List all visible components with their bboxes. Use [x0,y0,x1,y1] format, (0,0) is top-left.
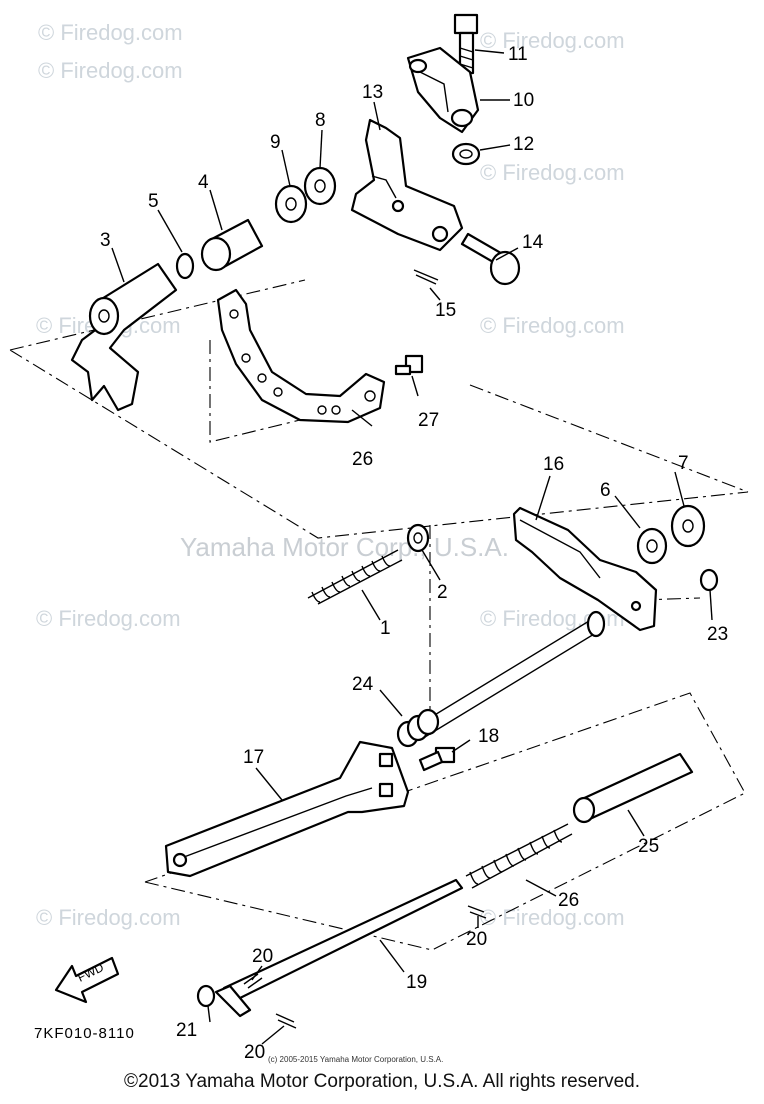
callout-1: 1 [380,618,391,639]
part-27-bolt [394,354,424,376]
part-23-spring [396,708,440,748]
callout-5: 5 [148,191,159,212]
callout-8: 8 [315,110,326,131]
callout-19: 19 [406,972,427,993]
callout-14: 14 [522,232,544,253]
watermark-center: Yamaha Motor Corp., U.S.A. [180,532,509,562]
part-7-washer [670,504,706,548]
part-20-pin [275,1013,297,1029]
callout-23: 24 [352,674,374,695]
watermark: © Firedog.com [480,313,625,338]
part-6-washer [636,527,668,565]
part-9-washer [274,184,308,224]
shaft [409,610,606,741]
part-26-plate [216,288,386,424]
callout-9: 9 [270,132,281,153]
lower-outline [144,692,746,951]
part-13-arm [350,118,464,252]
watermark: © Firedog.com [36,606,181,631]
part-16-rod-bracket [512,506,658,632]
leader-lines [111,49,713,1045]
part-18-bolt [418,746,456,772]
callout-labels: 11 10 12 13 14 15 8 9 4 5 3 26 27 16 6 7… [100,44,728,1063]
diagram-code: 7KF010-8110 [34,1025,135,1042]
callout-26: 26 [352,449,373,470]
callout-11: 11 [508,44,528,65]
watermark: © Firedog.com [36,905,181,930]
part-15-cotter-pin [413,269,439,285]
fwd-arrow: FWD [54,956,120,1004]
bracket-outline [209,340,301,443]
callout-6: 6 [600,480,611,501]
callout-20: 20 [252,946,273,967]
upper-outline [9,279,749,539]
watermark: © Firedog.com [480,28,625,53]
callout-22: 23 [707,624,728,645]
part-2-washer [406,523,430,553]
part-10-bracket [406,46,480,134]
part-25-spring [465,823,573,889]
part-4-collar [200,218,264,272]
callout-2: 2 [437,582,448,603]
fine-print: (c) 2005-2015 Yamaha Motor Corporation, … [268,1055,443,1064]
part-11-bolt [453,13,479,75]
part-3-bracket [70,262,178,412]
part-20-pin [467,905,487,919]
watermark: © Firedog.com [480,905,625,930]
part-21-washer [196,984,216,1008]
part-1-spring [307,549,403,605]
callout-16: 16 [543,454,564,475]
callout-24: 25 [638,836,659,857]
callout-3: 3 [100,230,111,251]
part-14-pin [460,232,521,286]
callout-21: 21 [176,1020,197,1041]
callout-10: 10 [513,90,534,111]
part-24-tube [572,752,694,824]
callout-18: 18 [478,726,499,747]
part-12-nut [451,142,481,166]
callout-4: 4 [198,172,209,193]
callout-13: 13 [362,82,383,103]
part-22-washer [699,568,719,592]
copyright-footer: ©2013 Yamaha Motor Corporation, U.S.A. A… [124,1071,640,1092]
part-17-handle [164,740,410,878]
watermark: © Firedog.com [38,58,183,83]
callout-17: 17 [243,747,264,768]
callout-20: 20 [244,1042,265,1063]
watermark: © Firedog.com [38,20,183,45]
part-5-ring [175,252,195,280]
callout-15: 15 [435,300,456,321]
callout-20: 20 [466,929,487,950]
callout-25: 26 [558,890,579,911]
part-19-rod [214,878,464,1018]
callout-7: 7 [678,453,689,474]
part-8-washer [303,166,337,206]
watermark: © Firedog.com [480,160,625,185]
callout-27: 27 [418,410,439,431]
callout-12: 12 [513,134,534,155]
